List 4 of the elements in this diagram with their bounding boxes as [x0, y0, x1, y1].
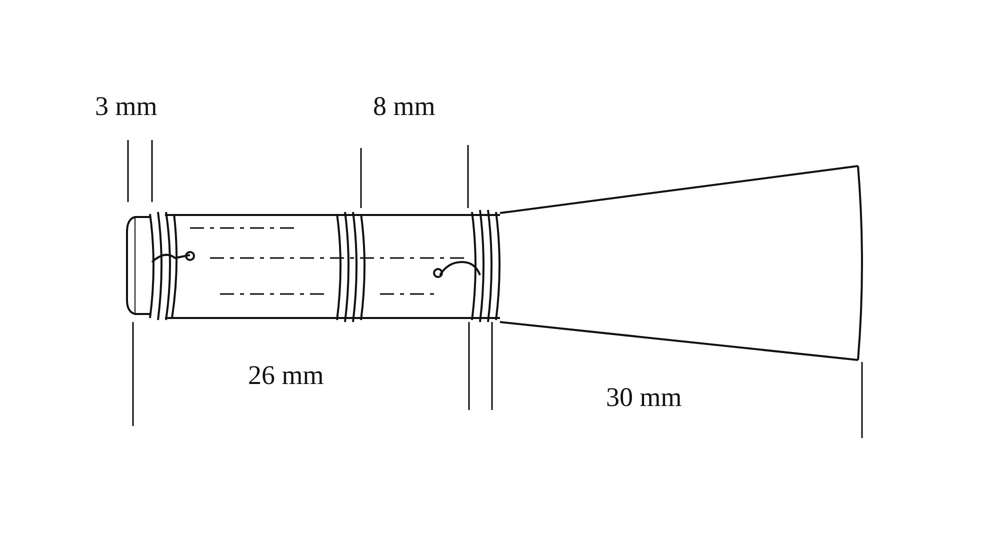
- dimension-label: 30 mm: [606, 384, 682, 411]
- dimension-label: 26 mm: [248, 362, 324, 389]
- dimension-label: 3 mm: [95, 93, 158, 120]
- dimension-label: 8 mm: [373, 93, 436, 120]
